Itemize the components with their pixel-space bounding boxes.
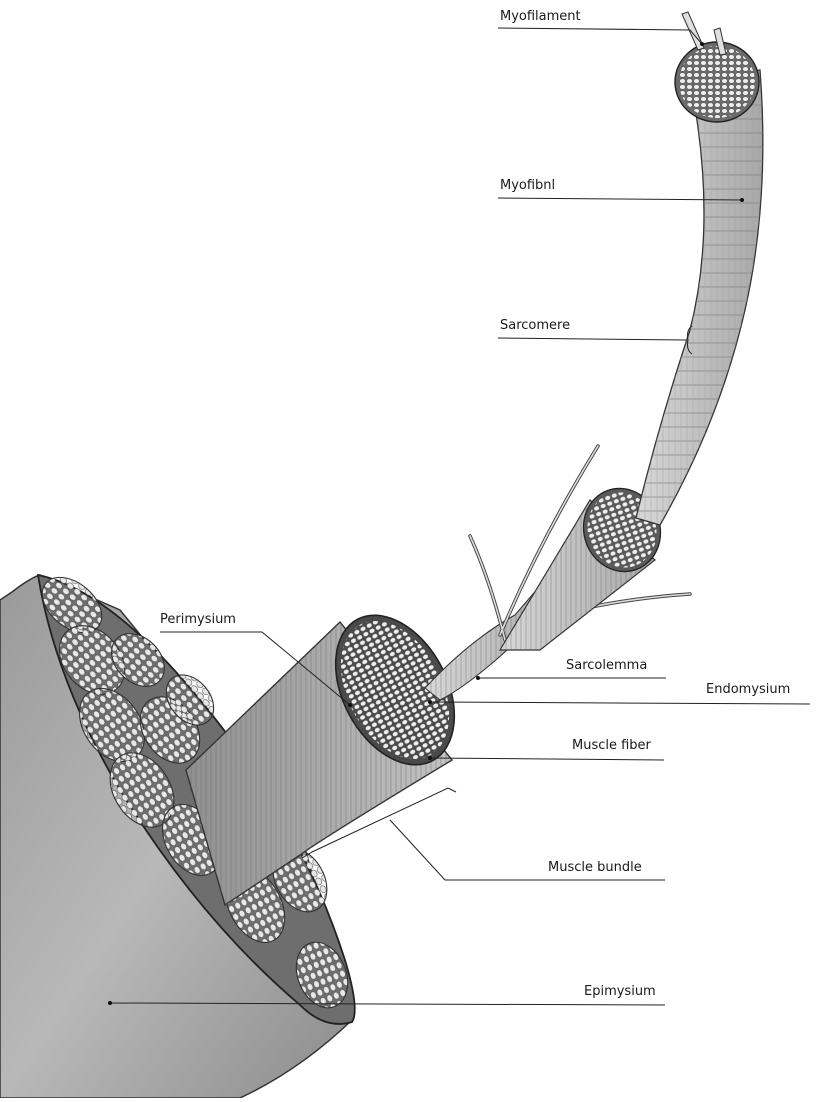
label-sarcomere: Sarcomere — [500, 318, 570, 334]
label-epimysium: Epimysium — [584, 984, 656, 1000]
label-myofilament: Myofilament — [500, 9, 581, 25]
label-sarcolemma: Sarcolemma — [566, 658, 647, 674]
label-muscle-fiber: Muscle fiber — [572, 738, 651, 754]
label-muscle-bundle: Muscle bundle — [548, 860, 642, 876]
label-perimysium: Perimysium — [160, 612, 236, 628]
label-myofibril: Myofibnl — [500, 178, 555, 194]
label-endomysium: Endomysium — [706, 682, 790, 698]
